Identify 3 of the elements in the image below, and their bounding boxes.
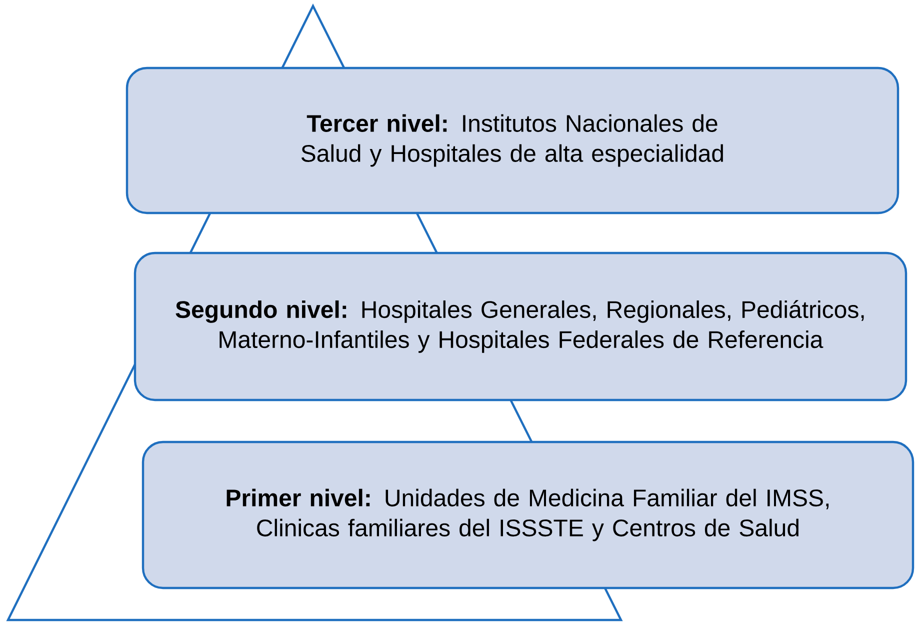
level-box: Primer nivel: Unidades de Medicina Familiar del IMSS, Clinicas familiares del ISSSTE y Centros de Salud — [142, 440, 914, 590]
level-box: Segundo nivel: Hospitales Generales, Regionales, Pediátricos, Materno-Infantiles y Hospitales Federales de Referencia — [134, 252, 908, 402]
level-box: Tercer nivel: Institutos Nacionales de Salud y Hospitales de alta especialidad — [126, 66, 900, 214]
